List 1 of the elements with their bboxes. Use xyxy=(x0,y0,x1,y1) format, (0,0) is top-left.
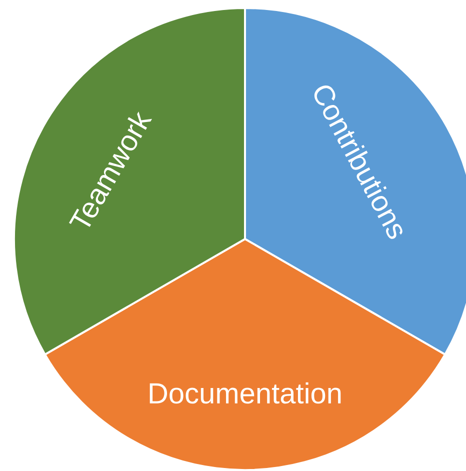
pie-sector: Documentation xyxy=(44,238,446,471)
